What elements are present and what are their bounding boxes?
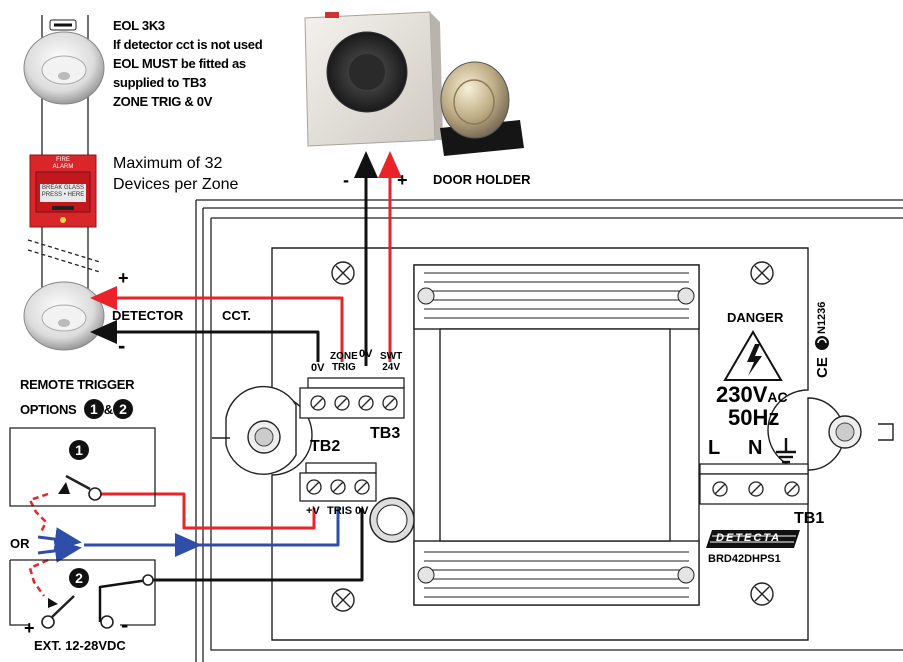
tb2-terminal-tris: TRIS	[327, 505, 353, 517]
earth-symbol-icon	[776, 438, 796, 464]
eol-note-line1: EOL 3K3	[113, 18, 165, 33]
ext-supply-label: EXT. 12-28VDC	[34, 638, 126, 653]
detector-plus: +	[118, 268, 129, 288]
tb2-terminal-plus-v: +V	[306, 505, 320, 517]
voltage-main: 230V	[716, 382, 768, 407]
tb2-terminal-0v: 0V	[355, 505, 369, 517]
door-holder-plus: +	[397, 170, 408, 190]
detector-label: DETECTOR	[112, 308, 184, 323]
tb1-terminal-l: L	[708, 437, 721, 459]
remote-trigger-title: REMOTE TRIGGER	[20, 377, 135, 392]
brand-logo	[706, 530, 800, 548]
tb3-terminal-0v-2: 0V	[359, 348, 373, 360]
remote-trigger-option2-switch	[9, 559, 156, 629]
danger-label: DANGER	[727, 310, 784, 325]
options-label: OPTIONS	[20, 402, 77, 417]
smoke-detector-icon	[23, 19, 105, 105]
option1-badge: 1	[83, 399, 104, 419]
or-label: OR	[10, 536, 30, 551]
remote-trigger-option1-switch	[9, 427, 156, 507]
door-holder-label: DOOR HOLDER	[433, 172, 531, 187]
mounting-screw-icon	[331, 261, 774, 612]
eol-note-line4: supplied to TB3	[113, 75, 207, 90]
eol-note: EOL 3K3 If detector cct is not used EOL …	[113, 16, 263, 111]
tb2-label: TB2	[310, 438, 341, 455]
detector-minus: -	[118, 333, 126, 358]
max-devices-note: Maximum of 32 Devices per Zone	[113, 153, 238, 195]
call-point-text: FIRE ALARM	[30, 157, 96, 171]
transformer-icon	[413, 264, 700, 606]
max-devices-line2: Devices per Zone	[113, 176, 239, 193]
eol-note-line5: ZONE TRIG & 0V	[113, 94, 213, 109]
capacitor	[369, 497, 415, 543]
break-glass-call-point-icon	[29, 154, 97, 228]
terminal-screw-icon	[306, 395, 800, 497]
model-number: BRD42DHPS1	[708, 553, 781, 565]
call-point-window-text: BREAK GLASS PRESS • HERE	[40, 185, 86, 199]
call-point-line3: BREAK GLASS	[41, 185, 85, 191]
brand-logo-text: DETECTA	[716, 532, 782, 544]
eol-note-line2: If detector cct is not used	[113, 37, 263, 52]
max-devices-line1: Maximum of 32	[113, 155, 223, 172]
ce-mark-icon	[815, 336, 829, 350]
call-point-line2: ALARM	[52, 164, 74, 170]
left-mounting-lug	[212, 385, 297, 475]
high-voltage-warning-icon	[723, 330, 783, 381]
options-amp: &	[103, 402, 113, 417]
smoke-detector-icon	[23, 281, 105, 351]
door-holder-photo	[293, 5, 528, 156]
enclosure	[195, 199, 903, 662]
option2-marker: 2	[69, 568, 89, 588]
call-point-press: PRESS • HERE	[41, 192, 85, 198]
option2-badge: 2	[112, 399, 133, 419]
eol-note-line3: EOL MUST be fitted as	[113, 56, 246, 71]
ext-minus: -	[121, 612, 129, 637]
door-holder-minus: -	[343, 170, 349, 190]
tb1-label: TB1	[794, 510, 825, 527]
tb1-terminal-n: N	[748, 437, 763, 459]
option1-marker: 1	[69, 440, 89, 460]
ext-plus: +	[24, 618, 35, 638]
ce-label: CE	[814, 357, 831, 378]
frequency-rating: 50Hz	[728, 405, 780, 430]
call-point-line1: FIRE	[56, 157, 70, 163]
wires	[28, 151, 402, 622]
certification-code: N1236	[816, 301, 828, 334]
voltage-ac: AC	[767, 389, 788, 405]
remote-trigger-options: OPTIONS 1&2	[20, 399, 133, 419]
voltage-rating: 230VAC	[716, 384, 788, 408]
tb3-label: TB3	[370, 425, 401, 442]
cct-label: CCT.	[222, 308, 251, 323]
tb3-terminal-0v: 0V	[311, 362, 325, 374]
right-mounting-lug	[807, 397, 894, 471]
